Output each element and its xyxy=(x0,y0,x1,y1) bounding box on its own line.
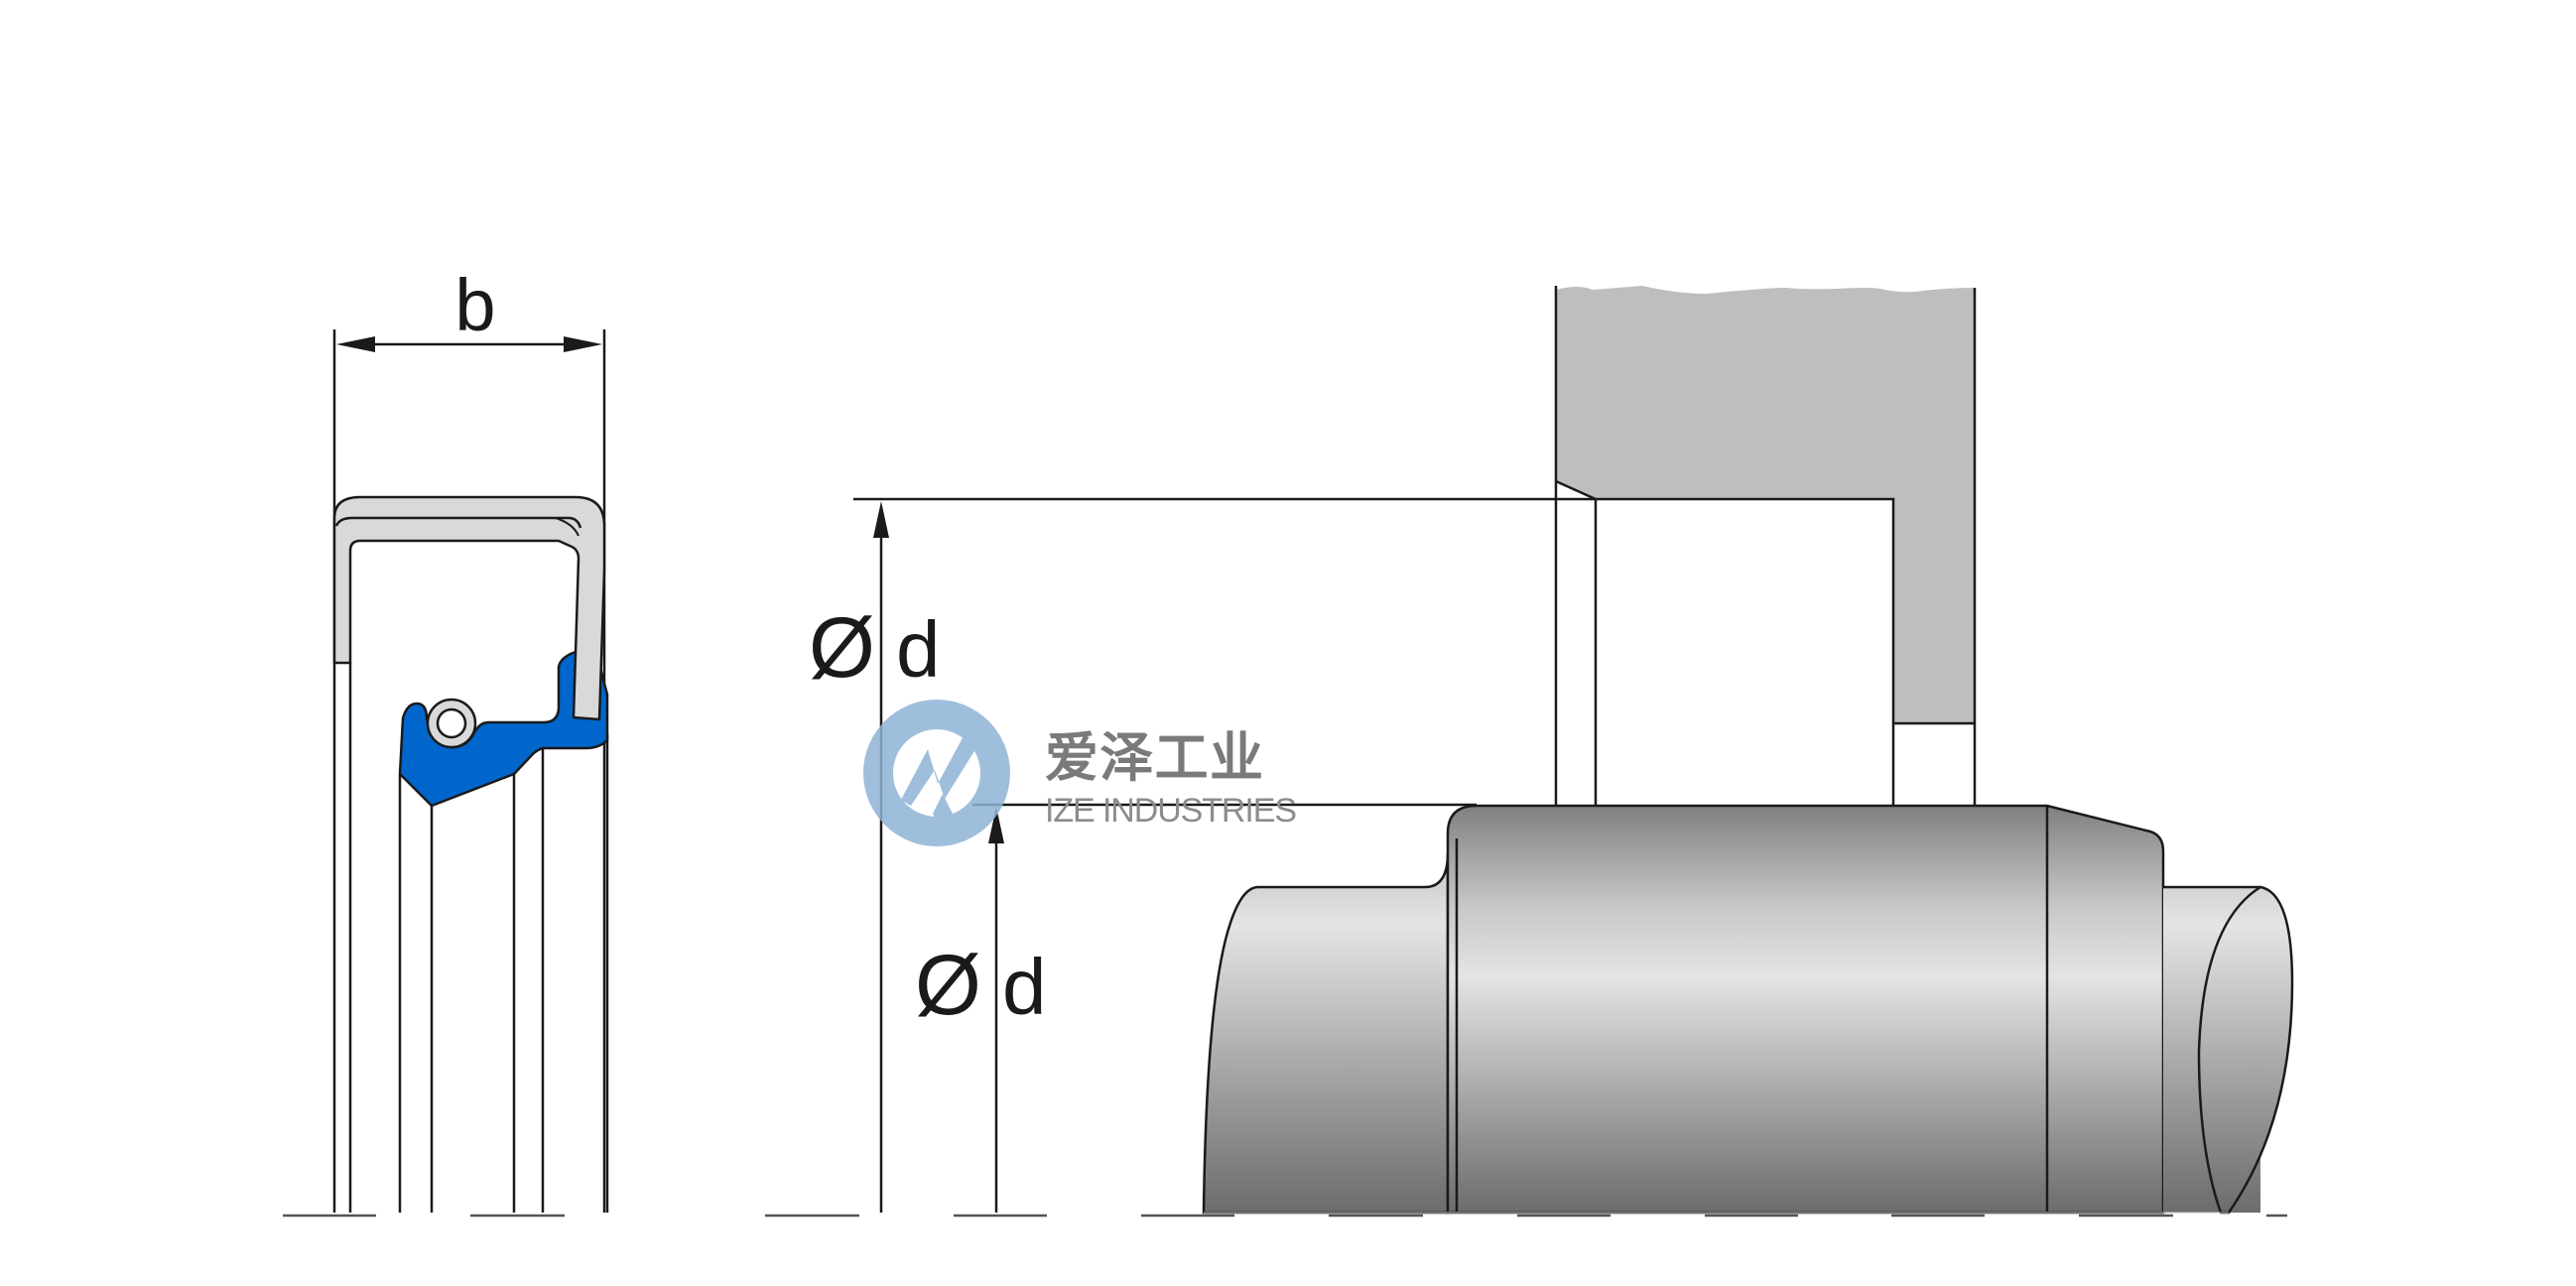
watermark-company-cn: 爱泽工业 xyxy=(1045,726,1263,789)
metal-case xyxy=(332,495,606,721)
company-logo-icon xyxy=(863,700,1010,846)
bore-diameter-dimension xyxy=(873,501,889,1213)
shaft-diameter-letter: d xyxy=(1002,943,1047,1031)
arrow-up-icon xyxy=(988,807,1004,843)
bore-diameter-letter: d xyxy=(896,605,941,694)
arrow-right-icon xyxy=(564,336,602,352)
shaft-diameter-symbol: Ø xyxy=(915,938,981,1033)
shaft xyxy=(1202,804,2294,1215)
watermark: 爱泽工业 IZE INDUSTRIES xyxy=(863,700,1297,846)
garter-spring xyxy=(426,698,477,749)
width-dimension xyxy=(332,329,606,1213)
metal-case-fold-detail xyxy=(555,517,580,537)
width-label: b xyxy=(454,264,495,346)
bore-diameter-symbol: Ø xyxy=(809,600,875,696)
shaft-main-section xyxy=(1446,804,2165,1215)
metal-case-fold xyxy=(334,516,582,529)
rubber-lip xyxy=(398,640,609,808)
arrow-up-icon xyxy=(873,501,889,538)
shaft-left-section xyxy=(1202,852,1450,1215)
watermark-company-en: IZE INDUSTRIES xyxy=(1045,792,1296,830)
arrow-left-icon xyxy=(336,336,375,352)
shaft-diameter-dimension xyxy=(988,807,1004,1213)
seal-projection-lines xyxy=(348,663,609,1213)
housing xyxy=(1554,286,1977,806)
seal-cross-section: b xyxy=(332,264,609,1213)
